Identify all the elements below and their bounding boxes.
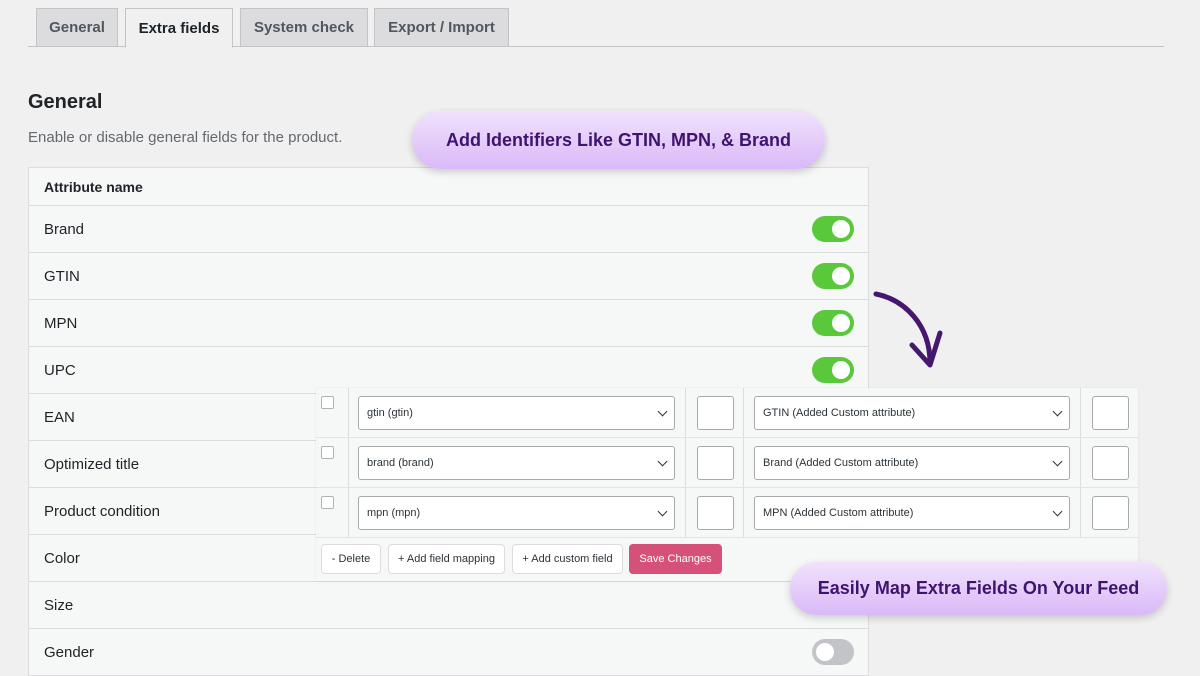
attribute-label: Optimized title: [44, 455, 140, 473]
suffix-input[interactable]: [1092, 396, 1129, 430]
callout-identifiers: Add Identifiers Like GTIN, MPN, & Brand: [412, 111, 825, 169]
attribute-label: UPC: [44, 361, 76, 379]
attribute-toggle[interactable]: [812, 310, 854, 336]
source-value: gtin (gtin): [367, 407, 413, 419]
table-row: UPC: [29, 346, 868, 393]
attribute-toggle[interactable]: [812, 263, 854, 289]
chevron-down-icon: [1052, 506, 1063, 517]
attribute-toggle[interactable]: [812, 357, 854, 383]
source-field-select[interactable]: mpn (mpn): [358, 496, 675, 530]
target-field-select[interactable]: Brand (Added Custom attribute): [754, 446, 1070, 480]
row-checkbox[interactable]: [321, 446, 334, 459]
prefix-input[interactable]: [697, 396, 734, 430]
attribute-toggle[interactable]: [812, 639, 854, 665]
source-field-select[interactable]: brand (brand): [358, 446, 675, 480]
attribute-label: Gender: [44, 643, 95, 661]
target-field-select[interactable]: GTIN (Added Custom attribute): [754, 396, 1070, 430]
target-value: MPN (Added Custom attribute): [763, 507, 914, 519]
table-row: GTIN: [29, 252, 868, 299]
chevron-down-icon: [657, 506, 668, 517]
source-field-select[interactable]: gtin (gtin): [358, 396, 675, 430]
attribute-label: Product condition: [44, 502, 160, 520]
table-row: Size: [29, 581, 868, 628]
delete-button[interactable]: - Delete: [321, 544, 381, 574]
tab-system-check[interactable]: System check: [240, 8, 368, 47]
prefix-input[interactable]: [697, 446, 734, 480]
save-changes-button[interactable]: Save Changes: [629, 544, 722, 574]
tab-bar: General Extra fields System check Export…: [28, 8, 1164, 48]
prefix-input[interactable]: [697, 496, 734, 530]
suffix-input[interactable]: [1092, 496, 1129, 530]
curved-arrow-icon: [873, 291, 943, 368]
attribute-label: Size: [44, 596, 74, 614]
callout-map-fields: Easily Map Extra Fields On Your Feed: [790, 562, 1167, 615]
attribute-toggle[interactable]: [812, 216, 854, 242]
attribute-label: EAN: [44, 408, 75, 426]
chevron-down-icon: [1052, 456, 1063, 467]
field-mapping-panel: gtin (gtin) GTIN (Added Custom attribute…: [316, 388, 1138, 581]
chevron-down-icon: [1052, 406, 1063, 417]
attribute-label: Color: [44, 549, 80, 567]
tab-export-import[interactable]: Export / Import: [374, 8, 509, 47]
chevron-down-icon: [657, 406, 668, 417]
row-checkbox[interactable]: [321, 496, 334, 509]
target-value: Brand (Added Custom attribute): [763, 457, 919, 469]
chevron-down-icon: [657, 456, 668, 467]
table-row: Gender: [29, 628, 868, 675]
add-custom-field-button[interactable]: + Add custom field: [512, 544, 623, 574]
section-title: General: [28, 91, 103, 113]
mapping-row: mpn (mpn) MPN (Added Custom attribute): [316, 488, 1138, 538]
table-header: Attribute name: [44, 178, 143, 195]
source-value: brand (brand): [367, 457, 434, 469]
mapping-row: brand (brand) Brand (Added Custom attrib…: [316, 438, 1138, 488]
mapping-row: gtin (gtin) GTIN (Added Custom attribute…: [316, 388, 1138, 438]
row-checkbox[interactable]: [321, 396, 334, 409]
section-description: Enable or disable general fields for the…: [28, 129, 343, 146]
target-value: GTIN (Added Custom attribute): [763, 407, 916, 419]
tab-general[interactable]: General: [36, 8, 118, 47]
table-row: MPN: [29, 299, 868, 346]
attribute-label: Brand: [44, 220, 85, 238]
attribute-label: MPN: [44, 314, 78, 332]
add-field-mapping-button[interactable]: + Add field mapping: [388, 544, 505, 574]
tab-extra-fields[interactable]: Extra fields: [125, 8, 233, 48]
target-field-select[interactable]: MPN (Added Custom attribute): [754, 496, 1070, 530]
suffix-input[interactable]: [1092, 446, 1129, 480]
source-value: mpn (mpn): [367, 507, 421, 519]
table-row: Brand: [29, 205, 868, 252]
attribute-label: GTIN: [44, 267, 80, 285]
